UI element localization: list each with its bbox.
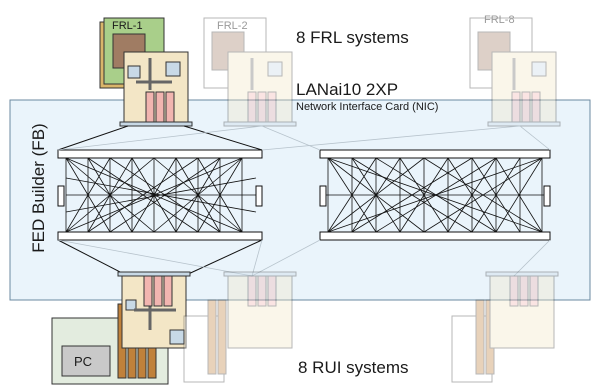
frl-1-system [99, 17, 193, 127]
rui-8-system [451, 271, 559, 383]
rui-systems-label: 8 RUI systems [298, 358, 409, 377]
frl-2-system [203, 17, 297, 127]
nic-desc-label: Network Interface Card (NIC) [296, 101, 439, 113]
switch-2 [319, 149, 551, 241]
frl-8-label: FRL-8 [484, 14, 515, 26]
nic-model-label: LANai10 2XP [296, 80, 399, 99]
faded-links [57, 125, 551, 277]
pc-label: PC [74, 354, 93, 369]
switch-1 [57, 125, 263, 277]
fed-builder-label: FED Builder (FB) [29, 123, 48, 253]
frl-systems-label: 8 FRL systems [296, 28, 409, 47]
fed-builder-panel [9, 99, 591, 301]
frl-8-system [469, 17, 561, 127]
rui-1-system [51, 271, 191, 385]
frl-2-label: FRL-2 [217, 20, 248, 32]
frl-1-label: FRL-1 [112, 20, 143, 32]
rui-2-system [183, 271, 297, 383]
